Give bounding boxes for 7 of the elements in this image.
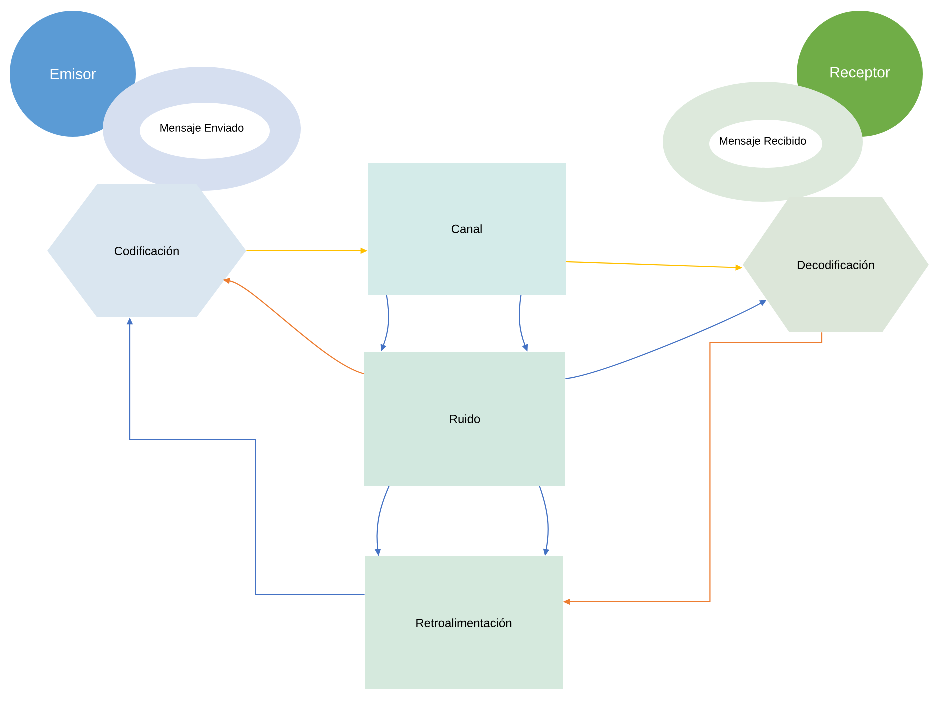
process-hexagon: Codificación — [48, 184, 246, 318]
process-box: Canal — [368, 162, 566, 295]
process-box: Retroalimentación — [365, 556, 563, 690]
message-ring: Mensaje Enviado — [103, 67, 301, 191]
message-ring: Mensaje Recibido — [663, 82, 863, 202]
process-hexagon: Decodificación — [743, 197, 929, 332]
process-box: Ruido — [364, 352, 566, 486]
